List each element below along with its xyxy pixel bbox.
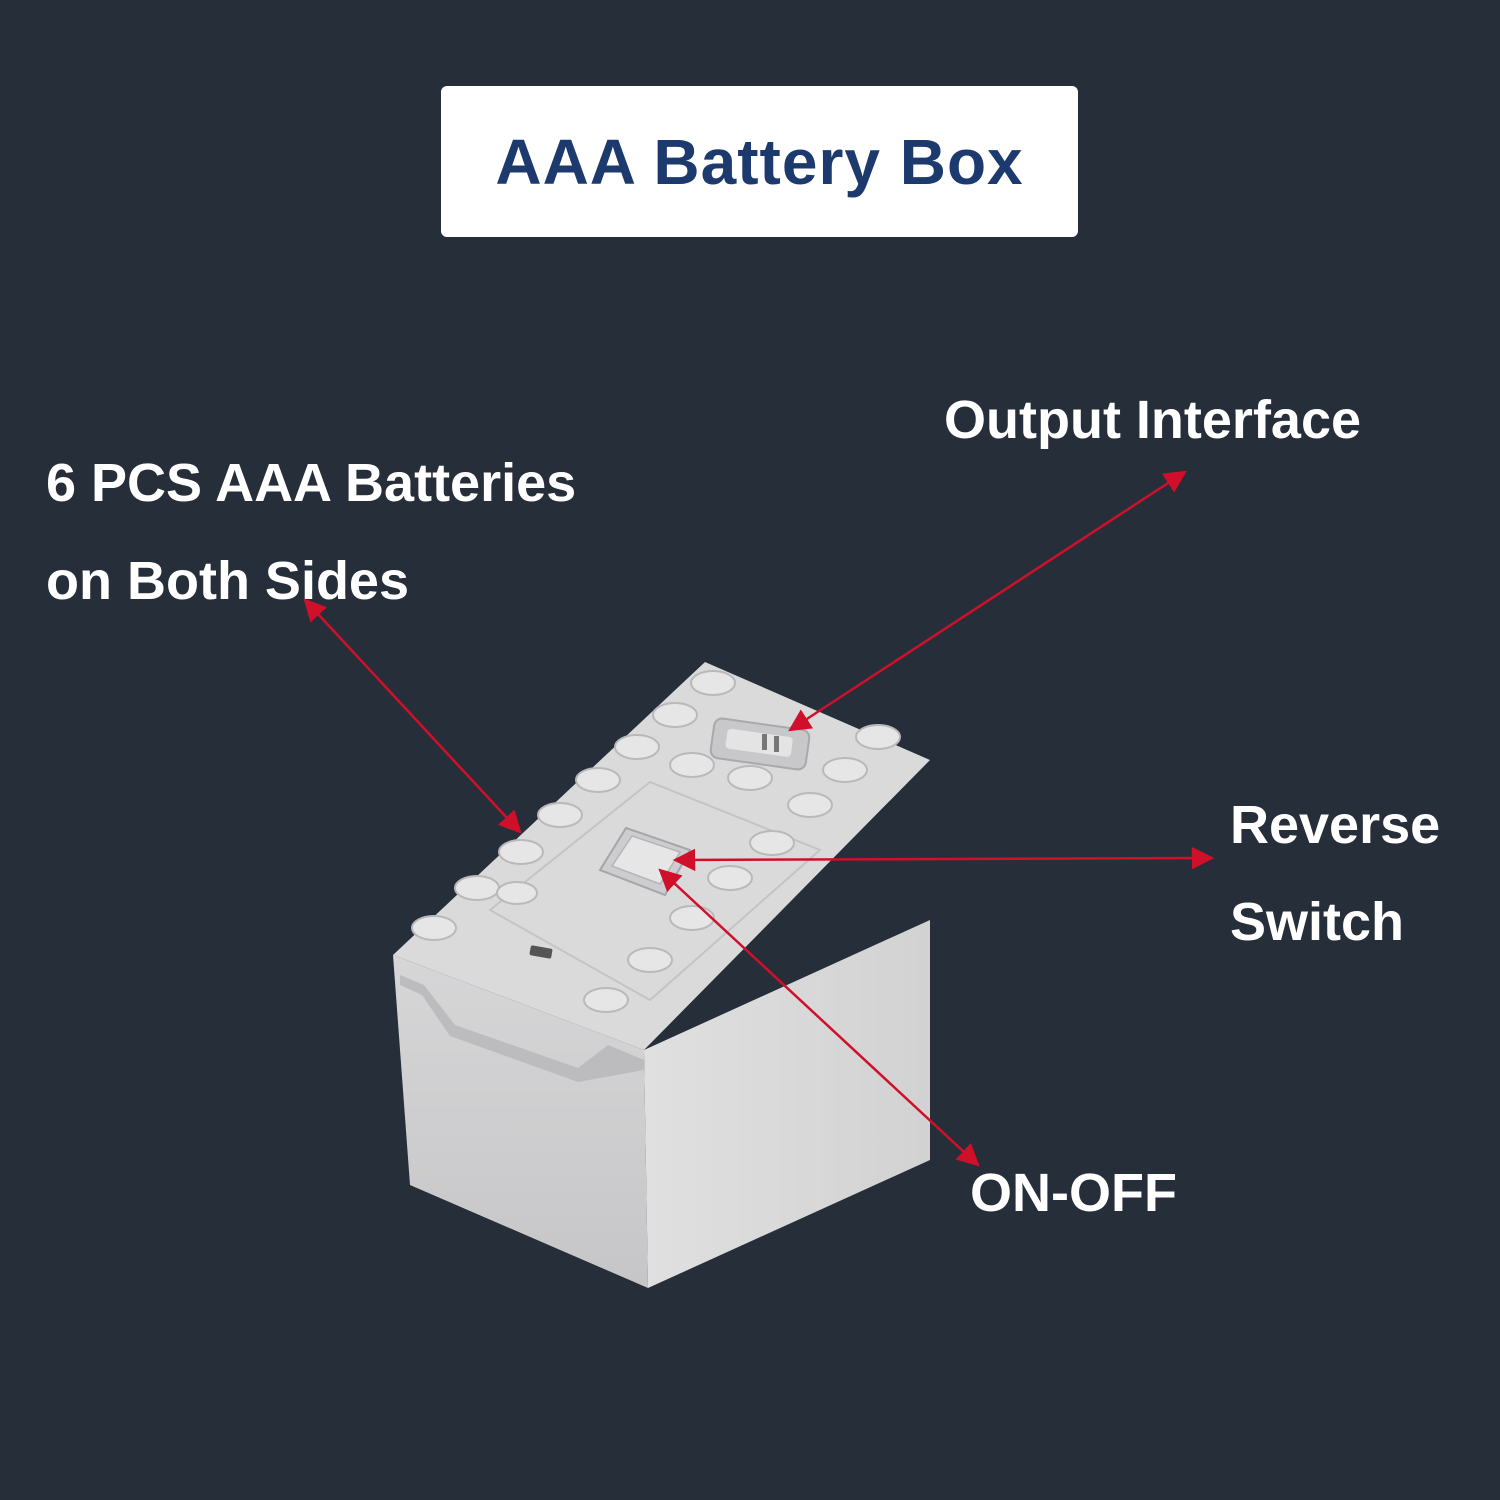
box-front-panel [400,975,644,1082]
title-box: AAA Battery Box [441,86,1078,237]
label-output-interface: Output Interface [944,390,1362,450]
battery-box [393,662,930,1288]
callout-arrows [303,470,1215,1167]
arrow-batteries [303,598,522,834]
box-studs [411,670,901,1013]
arrow-output [788,470,1187,732]
output-connector [709,717,811,771]
arrow-reverse [672,846,1215,872]
indicator-slot [529,945,553,959]
arrow-onoff [658,868,980,1167]
label-on-off: ON-OFF [970,1163,1177,1223]
label-reverse-line2: Switch [1230,892,1405,952]
label-batteries-line2: on Both Sides [46,551,409,611]
label-batteries-line1: 6 PCS AAA Batteries [46,453,577,513]
page-title: AAA Battery Box [495,125,1024,198]
label-reverse-line1: Reverse [1230,795,1441,855]
